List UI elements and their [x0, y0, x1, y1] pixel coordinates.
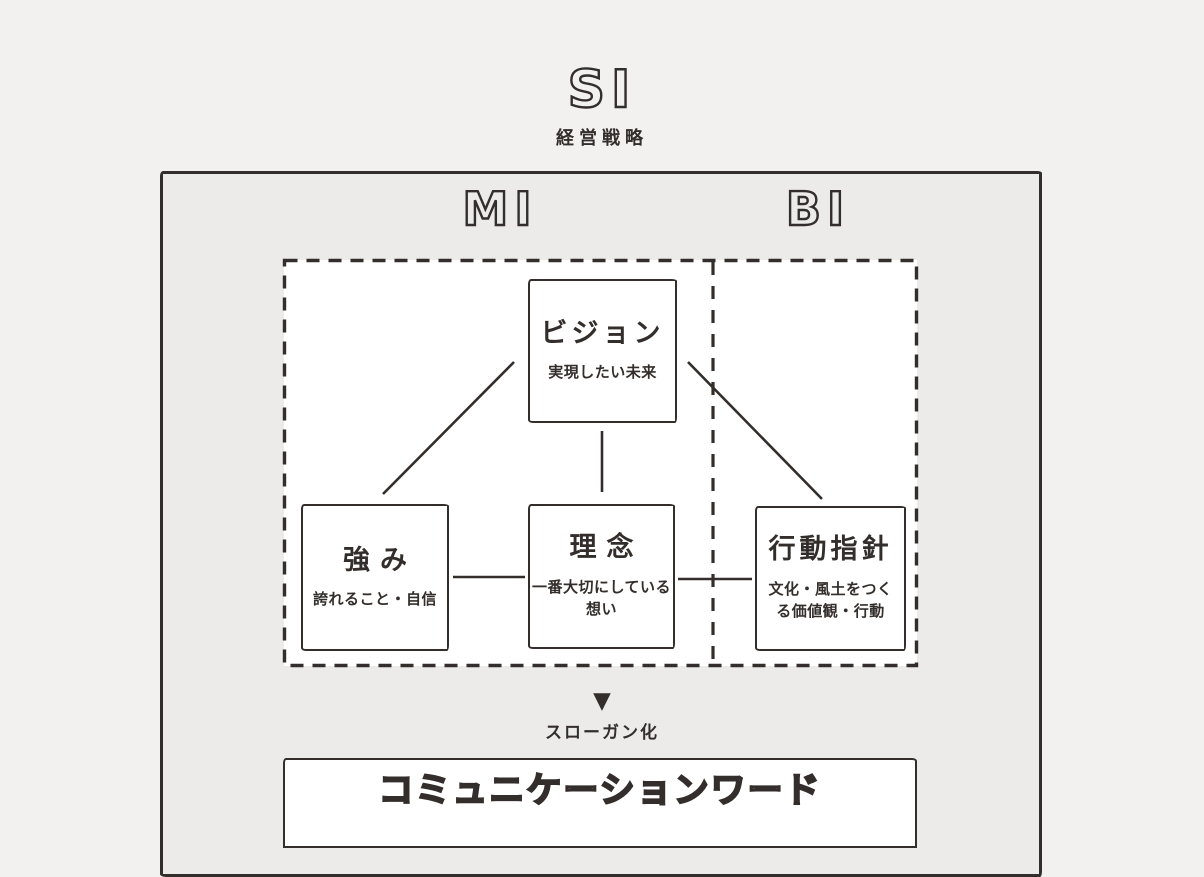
page-title-si: SI: [566, 60, 637, 120]
mi-section-label: MI: [461, 182, 538, 236]
down-arrow-icon: ▼: [593, 688, 611, 714]
communication-word-box: コミュニケーションワード: [283, 758, 917, 848]
philosophy-subtitle: 一番大切にしている想い: [531, 577, 672, 619]
vision-title: ビジョン: [540, 318, 665, 350]
guidelines-box: 行動指針 文化・風土をつくる価値観・行動: [755, 506, 906, 651]
bi-section-label: BI: [785, 182, 851, 236]
philosophy-title: 理念: [569, 532, 644, 564]
strength-box: 強み 誇れること・自信: [301, 504, 449, 651]
philosophy-box: 理念 一番大切にしている想い: [528, 504, 675, 649]
guidelines-subtitle: 文化・風土をつくる価値観・行動: [768, 579, 893, 621]
strength-subtitle: 誇れること・自信: [312, 589, 437, 608]
communication-word-title: コミュニケーションワード: [377, 771, 822, 811]
sloganize-label: スローガン化: [545, 723, 659, 743]
vision-box: ビジョン 実現したい未来: [528, 279, 677, 423]
strength-title: 強み: [343, 544, 417, 576]
guidelines-title: 行動指針: [768, 534, 893, 566]
vision-subtitle: 実現したい未来: [548, 363, 657, 382]
page-subtitle-keiei-senryaku: 経営戦略: [556, 128, 648, 149]
